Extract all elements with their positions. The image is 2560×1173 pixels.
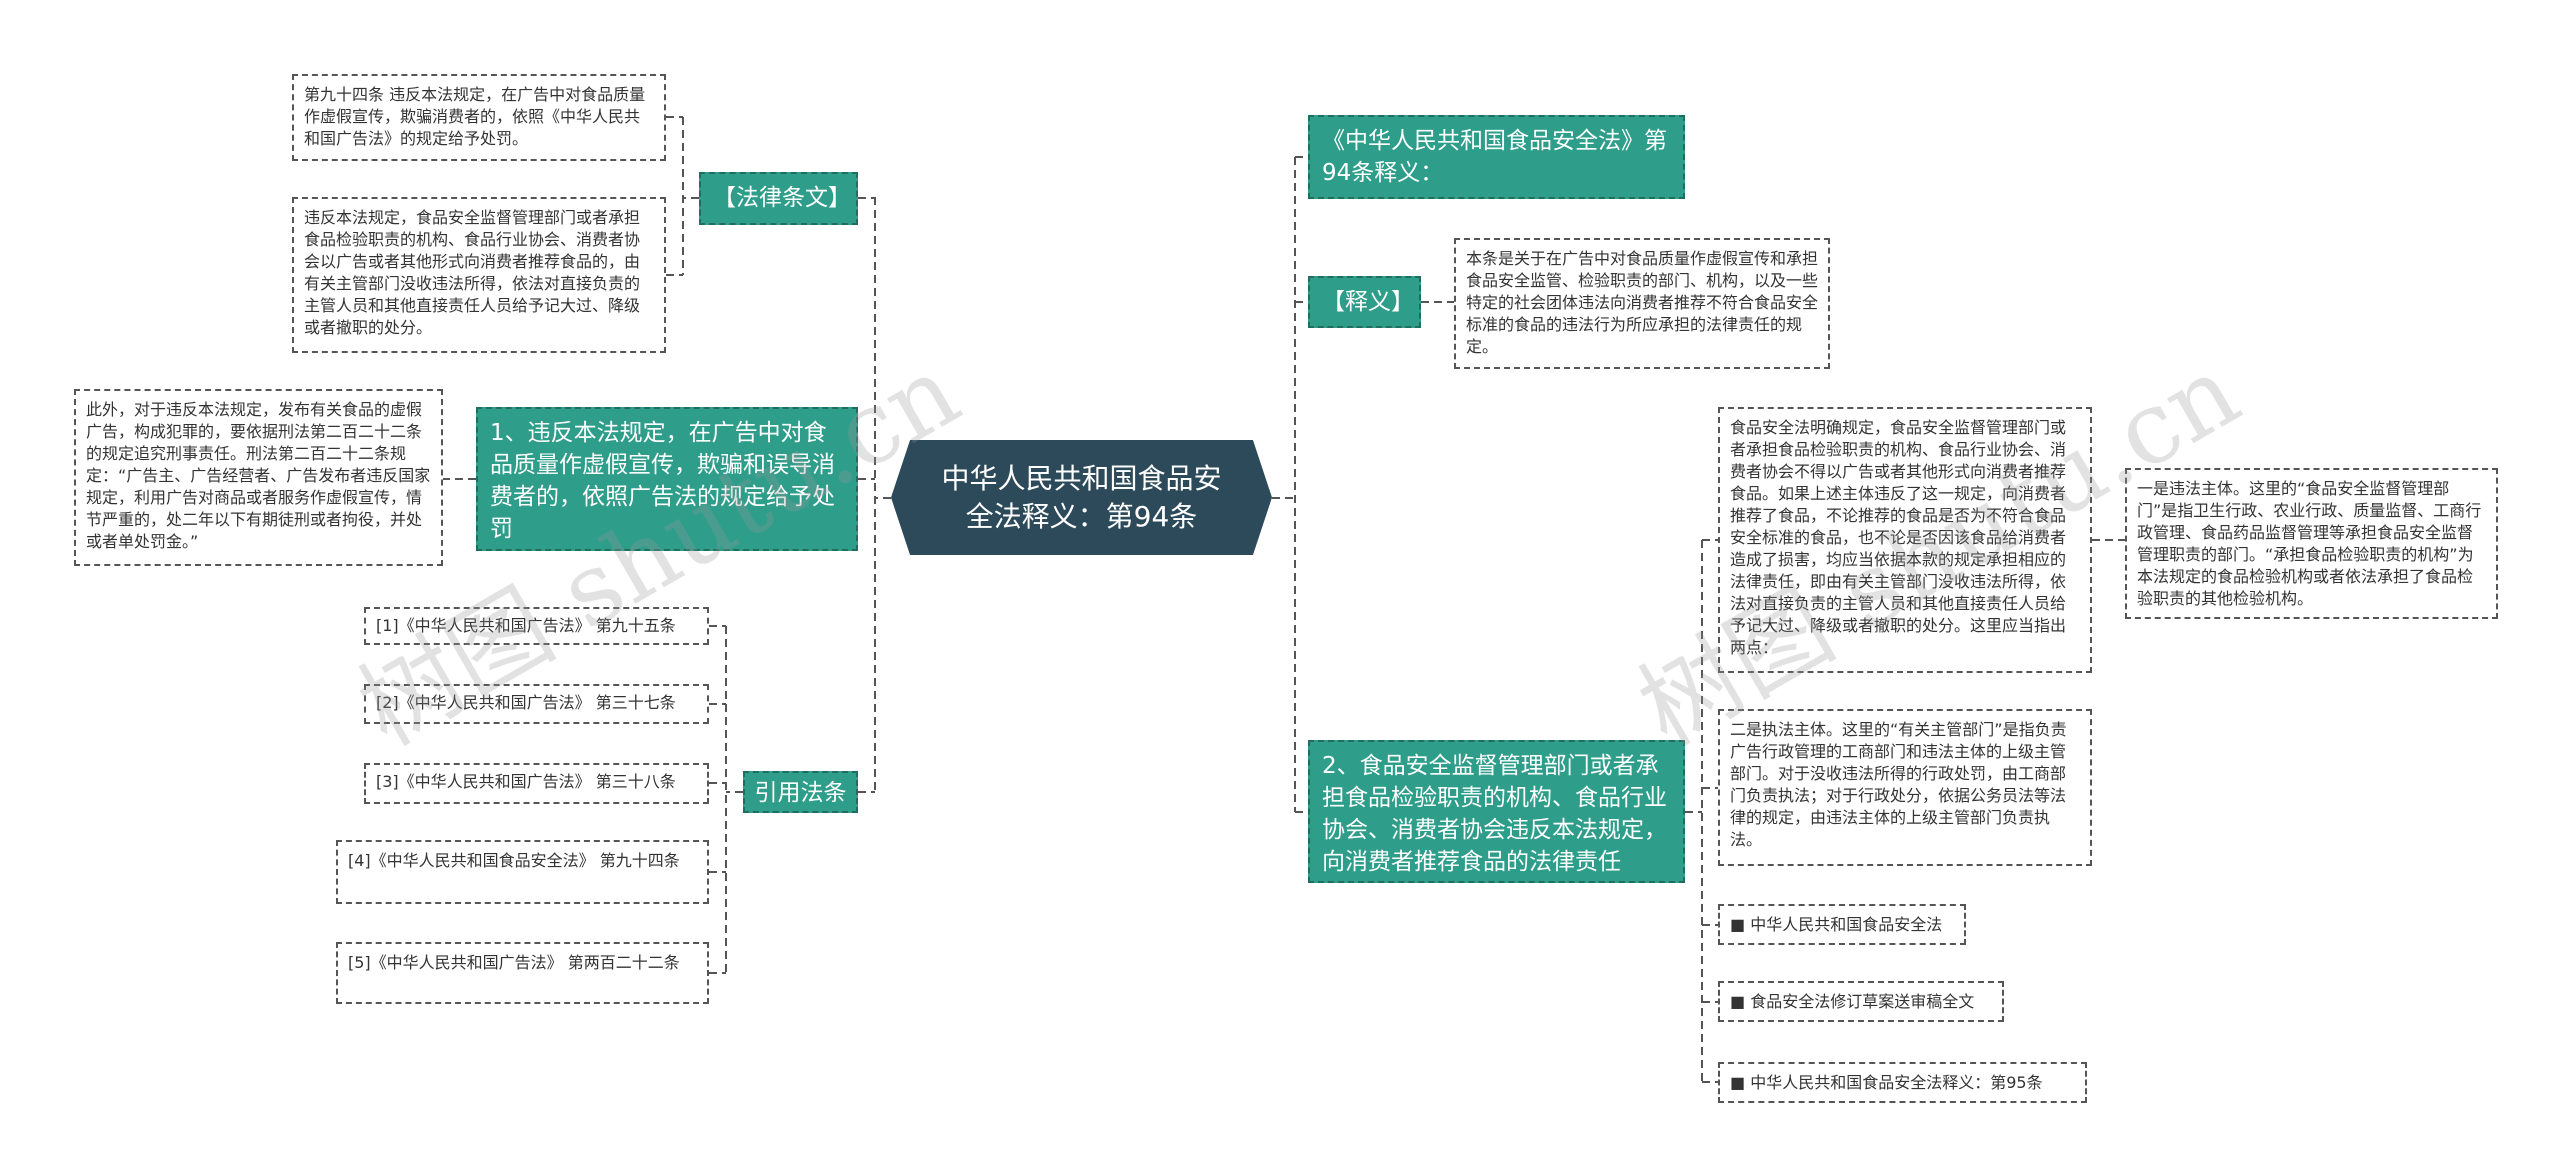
- enforcement-subject-box[interactable]: 二是执法主体。这里的“有关主管部门”是指负责广告行政管理的工商部门和违法主体的上…: [1718, 709, 2092, 866]
- central-topic[interactable]: 中华人民共和国食品安全法释义：第94条: [891, 440, 1272, 555]
- point-1-node[interactable]: 1、违反本法规定，在广告中对食品质量作虚假宣传，欺骗和误导消费者的，依照广告法的…: [476, 407, 858, 551]
- related-link[interactable]: ■ 中华人民共和国食品安全法释义：第95条: [1718, 1062, 2087, 1103]
- citation-item[interactable]: [2]《中华人民共和国广告法》 第三十七条: [364, 684, 709, 724]
- citation-item[interactable]: [4]《中华人民共和国食品安全法》 第九十四条: [336, 840, 709, 904]
- interpretation-heading-node[interactable]: 《中华人民共和国食品安全法》第94条释义：: [1308, 115, 1685, 199]
- point-1-detail-box[interactable]: 此外，对于违反本法规定，发布有关食品的虚假广告，构成犯罪的，要依据刑法第二百二十…: [74, 389, 443, 566]
- interpretation-text-box[interactable]: 本条是关于在广告中对食品质量作虚假宣传和承担食品安全监管、检验职责的部门、机构，…: [1454, 238, 1830, 369]
- law-text-label: 【法律条文】: [713, 185, 851, 211]
- related-link[interactable]: ■ 食品安全法修订草案送审稿全文: [1718, 981, 2004, 1022]
- law-article-box[interactable]: 第九十四条 违反本法规定，在广告中对食品质量作虚假宣传，欺骗消费者的，依照《中华…: [292, 74, 666, 161]
- violating-subject-box[interactable]: 一是违法主体。这里的“食品安全监督管理部门”是指卫生行政、农业行政、质量监督、工…: [2125, 468, 2498, 619]
- point-2-detail-box[interactable]: 食品安全法明确规定，食品安全监督管理部门或者承担食品检验职责的机构、食品行业协会…: [1718, 407, 2092, 673]
- law-article-box[interactable]: 违反本法规定，食品安全监督管理部门或者承担食品检验职责的机构、食品行业协会、消费…: [292, 197, 666, 353]
- related-link[interactable]: ■ 中华人民共和国食品安全法: [1718, 904, 1966, 945]
- interpretation-node[interactable]: 【释义】: [1308, 276, 1421, 328]
- central-topic-label: 中华人民共和国食品安全法释义：第94条: [941, 461, 1222, 533]
- point-2-node[interactable]: 2、食品安全监督管理部门或者承担食品检验职责的机构、食品行业协会、消费者协会违反…: [1308, 740, 1685, 883]
- interpretation-label: 【释义】: [1322, 289, 1414, 315]
- citation-item[interactable]: [1]《中华人民共和国广告法》 第九十五条: [364, 607, 709, 645]
- citations-label: 引用法条: [754, 780, 847, 806]
- citations-node[interactable]: 引用法条: [743, 771, 858, 813]
- citation-item[interactable]: [3]《中华人民共和国广告法》 第三十八条: [364, 763, 709, 804]
- citation-item[interactable]: [5]《中华人民共和国广告法》 第两百二十二条: [336, 942, 709, 1004]
- law-text-node[interactable]: 【法律条文】: [699, 172, 858, 225]
